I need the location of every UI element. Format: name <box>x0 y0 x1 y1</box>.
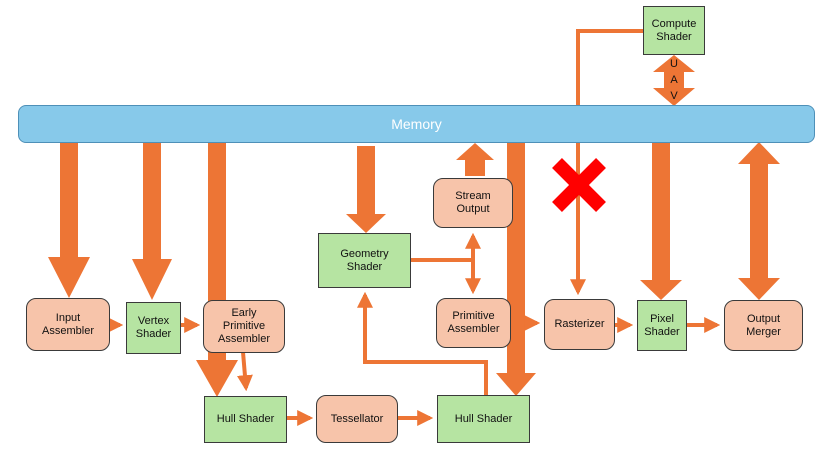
hull-shader-label: Hull Shader <box>216 413 275 425</box>
hull-shader-2-node: Hull Shader <box>437 395 530 443</box>
memory-to-input-assembler-arrow <box>48 142 90 298</box>
memory-label: Memory <box>391 115 442 132</box>
memory-to-pixel-shader-arrow <box>640 142 682 300</box>
output-merger-node: Output Merger <box>724 300 803 351</box>
stream-output-to-memory-arrow <box>456 143 494 176</box>
uav-letter-a: A <box>670 74 678 86</box>
early-primitive-assembler-node: Early Primitive Assembler <box>203 300 285 353</box>
uav-letter-u: U <box>670 58 678 70</box>
compute-shader-label: Compute Shader <box>651 17 697 43</box>
rasterizer-node: Rasterizer <box>544 299 615 350</box>
early-primitive-assembler-label: Early Primitive Assembler <box>218 307 270 345</box>
vertex-shader-node: Vertex Shader <box>126 302 181 354</box>
output-merger-label: Output Merger <box>746 312 781 338</box>
pixel-shader-node: Pixel Shader <box>637 300 687 351</box>
memory-output-merger-bidirectional-arrow <box>738 142 780 300</box>
memory-to-hull-shader-2-arrow <box>496 142 536 396</box>
uav-letter-v: V <box>670 90 678 102</box>
compute-shader-node: Compute Shader <box>643 6 705 55</box>
vertex-shader-label: Vertex Shader <box>135 315 172 340</box>
geometry-shader-node: Geometry Shader <box>318 233 411 288</box>
primitive-assembler-label: Primitive Assembler <box>447 310 500 335</box>
compute-shader-uav-bidirectional-arrow <box>653 55 695 106</box>
input-assembler-node: Input Assembler <box>26 298 110 351</box>
pixel-shader-label: Pixel Shader <box>644 312 680 338</box>
input-assembler-label: Input Assembler <box>42 311 94 337</box>
hull-shader-node: Hull Shader <box>204 396 287 443</box>
cross-mark-icon <box>552 158 606 212</box>
rasterizer-label: Rasterizer <box>554 318 605 330</box>
early-primitive-assembler-to-hull-shader-arrow <box>236 351 253 392</box>
tessellator-label: Tessellator <box>330 412 384 425</box>
memory-bar: Memory <box>18 105 815 143</box>
hull-shader-2-label: Hull Shader <box>454 412 513 425</box>
memory-to-geometry-shader-arrow <box>346 146 386 233</box>
stream-output-node: Stream Output <box>433 178 513 228</box>
compute-shader-to-rasterizer-arrow <box>570 29 643 296</box>
memory-to-vertex-shader-arrow <box>132 142 172 300</box>
geometry-shader-label: Geometry Shader <box>340 247 389 273</box>
primitive-assembler-node: Primitive Assembler <box>436 298 511 348</box>
hull-shader-2-to-geometry-shader-arrow <box>357 291 488 395</box>
memory-to-hull-shader-arrow <box>196 142 238 397</box>
stream-output-label: Stream Output <box>455 190 491 215</box>
tessellator-node: Tessellator <box>316 395 398 443</box>
